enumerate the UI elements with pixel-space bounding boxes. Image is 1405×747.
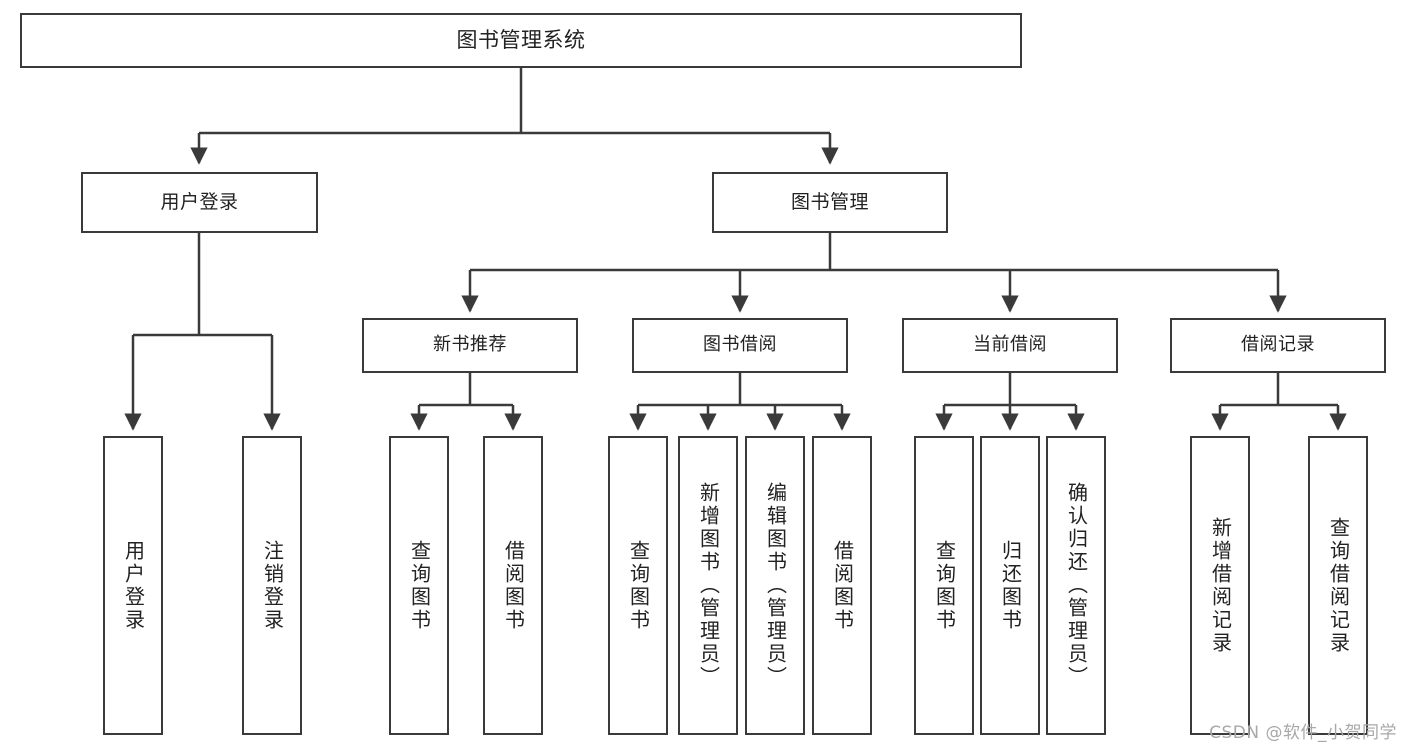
node-label: 新增图书（管理员） [696,482,721,689]
leaf-current-confirm-return-admin[interactable]: 确认归还（管理员） [1046,436,1106,735]
leaf-recommend-borrow-book[interactable]: 借阅图书 [483,436,543,735]
node-label: 确认归还（管理员） [1064,482,1089,689]
leaf-current-query-book[interactable]: 查询图书 [914,436,974,735]
node-label: 查询图书 [626,539,651,632]
node-label: 查询图书 [932,539,957,632]
leaf-current-return-book[interactable]: 归还图书 [980,436,1040,735]
node-label: 图书管理 [790,190,869,213]
node-label: 查询借阅记录 [1326,516,1351,655]
leaf-borrow-add-book-admin[interactable]: 新增图书（管理员） [678,436,738,735]
node-label: 当前借阅 [973,334,1047,356]
node-label: 查询图书 [407,539,432,632]
leaf-record-query-record[interactable]: 查询借阅记录 [1308,436,1368,735]
node-label: 新书推荐 [433,334,507,356]
leaf-borrow-borrow-book[interactable]: 借阅图书 [812,436,872,735]
node-book-borrow[interactable]: 图书借阅 [632,318,848,373]
node-label: 新增借阅记录 [1208,516,1233,655]
node-label: 图书借阅 [703,334,777,356]
node-borrow-record[interactable]: 借阅记录 [1170,318,1386,373]
leaf-recommend-query-book[interactable]: 查询图书 [389,436,449,735]
node-label: 编辑图书（管理员） [763,482,788,689]
node-label: 借阅图书 [830,539,855,632]
node-label: 用户登录 [160,190,239,213]
node-new-book-recommend[interactable]: 新书推荐 [362,318,578,373]
node-label: 借阅图书 [501,539,526,632]
node-root-system[interactable]: 图书管理系统 [20,13,1022,68]
node-label: 借阅记录 [1241,334,1315,356]
node-label: 归还图书 [998,539,1023,632]
leaf-borrow-query-book[interactable]: 查询图书 [608,436,668,735]
node-current-borrow[interactable]: 当前借阅 [902,318,1118,373]
node-user-login[interactable]: 用户登录 [81,172,318,233]
node-book-management[interactable]: 图书管理 [712,172,948,233]
node-label: 注销登录 [260,539,285,632]
leaf-borrow-edit-book-admin[interactable]: 编辑图书（管理员） [745,436,805,735]
node-label: 图书管理系统 [456,28,586,53]
node-label: 用户登录 [121,539,146,632]
leaf-user-login-logout[interactable]: 注销登录 [242,436,302,735]
leaf-record-add-record[interactable]: 新增借阅记录 [1190,436,1250,735]
leaf-user-login-login[interactable]: 用户登录 [103,436,163,735]
csdn-watermark: CSDN @软件_小贺同学 [1209,723,1397,743]
